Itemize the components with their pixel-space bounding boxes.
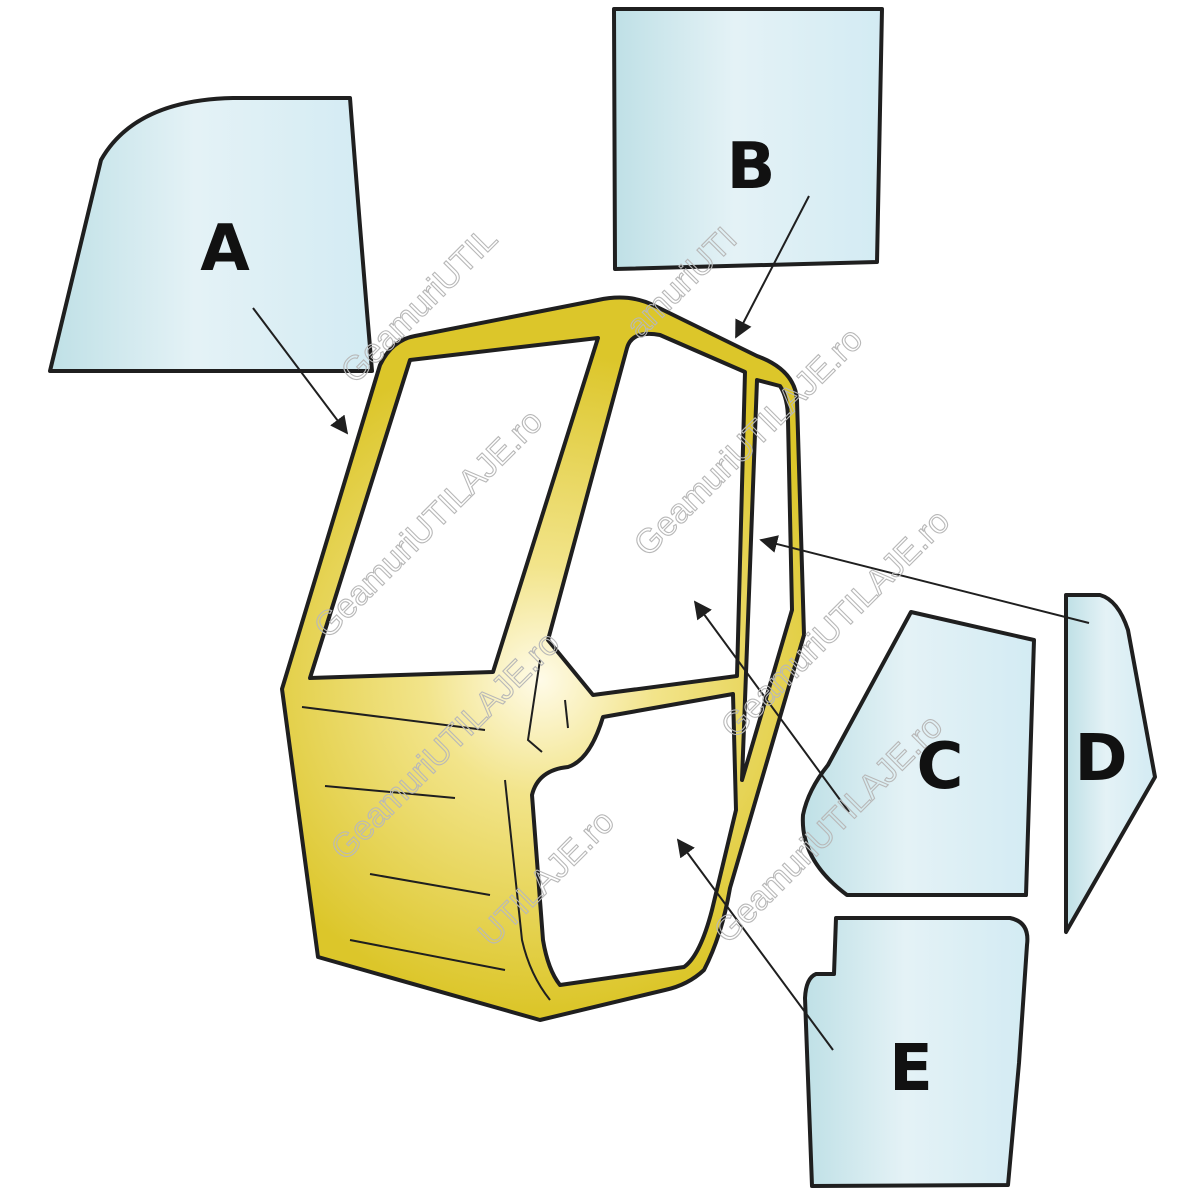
- glass-pane-b: [612, 7, 884, 271]
- windshield-window: [308, 336, 600, 680]
- leader-arrow-d: [759, 535, 1090, 624]
- door-lower-window: [530, 692, 738, 987]
- label-a: A: [200, 212, 250, 286]
- leader-arrow-e: [676, 838, 834, 1051]
- leader-arrow-b: [735, 195, 810, 339]
- label-c: C: [917, 730, 964, 804]
- leader-arrow-c: [693, 600, 850, 813]
- glass-pane-d: [1064, 593, 1157, 934]
- label-e: E: [889, 1032, 933, 1106]
- label-d: D: [1074, 722, 1127, 796]
- cab-panel-lines: [301, 659, 569, 1001]
- leader-arrow-a: [252, 307, 349, 435]
- label-b: B: [727, 130, 776, 204]
- glass-pane-a: [48, 96, 374, 373]
- glass-pane-e: [803, 916, 1030, 1188]
- glass-pane-c: [800, 610, 1036, 897]
